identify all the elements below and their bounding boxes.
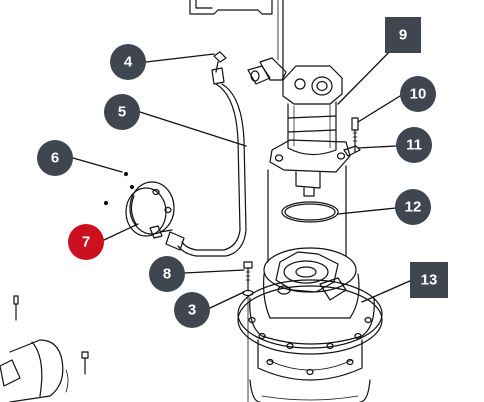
hydraulic-motor: [247, 57, 351, 197]
svg-text:9: 9: [399, 27, 407, 44]
svg-text:4: 4: [124, 54, 133, 71]
callout-5: 5: [104, 94, 140, 130]
svg-text:10: 10: [410, 86, 427, 103]
leader-lines: [72, 37, 413, 309]
top-fragment: [189, 0, 273, 15]
svg-text:13: 13: [421, 272, 438, 289]
callouts: 4 5 6 7 8 3 9 10: [37, 17, 448, 328]
callout-8: 8: [149, 256, 185, 292]
svg-text:5: 5: [118, 104, 126, 121]
svg-text:11: 11: [406, 137, 422, 154]
callout-6: 6: [37, 140, 73, 176]
callout-13: 13: [410, 262, 448, 298]
svg-text:7: 7: [82, 234, 90, 251]
bolt-8: [243, 261, 253, 291]
svg-text:12: 12: [405, 199, 422, 216]
bottom-left-parts: [0, 295, 89, 402]
callout-4: 4: [110, 44, 146, 80]
svg-text:3: 3: [188, 302, 196, 319]
washer-11: [343, 145, 361, 157]
callout-12: 12: [395, 189, 431, 225]
callout-11: 11: [396, 127, 432, 163]
hydraulic-hose: [165, 51, 247, 257]
cover-plate: [125, 181, 175, 239]
callout-7: 7: [68, 224, 104, 260]
callout-10: 10: [400, 76, 436, 112]
washer-3: [242, 289, 254, 297]
callout-9: 9: [385, 17, 421, 53]
callout-3: 3: [174, 292, 210, 328]
screws-6: [103, 171, 135, 206]
svg-text:6: 6: [51, 150, 59, 167]
bolt-10: [351, 117, 359, 153]
o-ring-12: [281, 201, 339, 223]
svg-text:8: 8: [163, 266, 171, 283]
